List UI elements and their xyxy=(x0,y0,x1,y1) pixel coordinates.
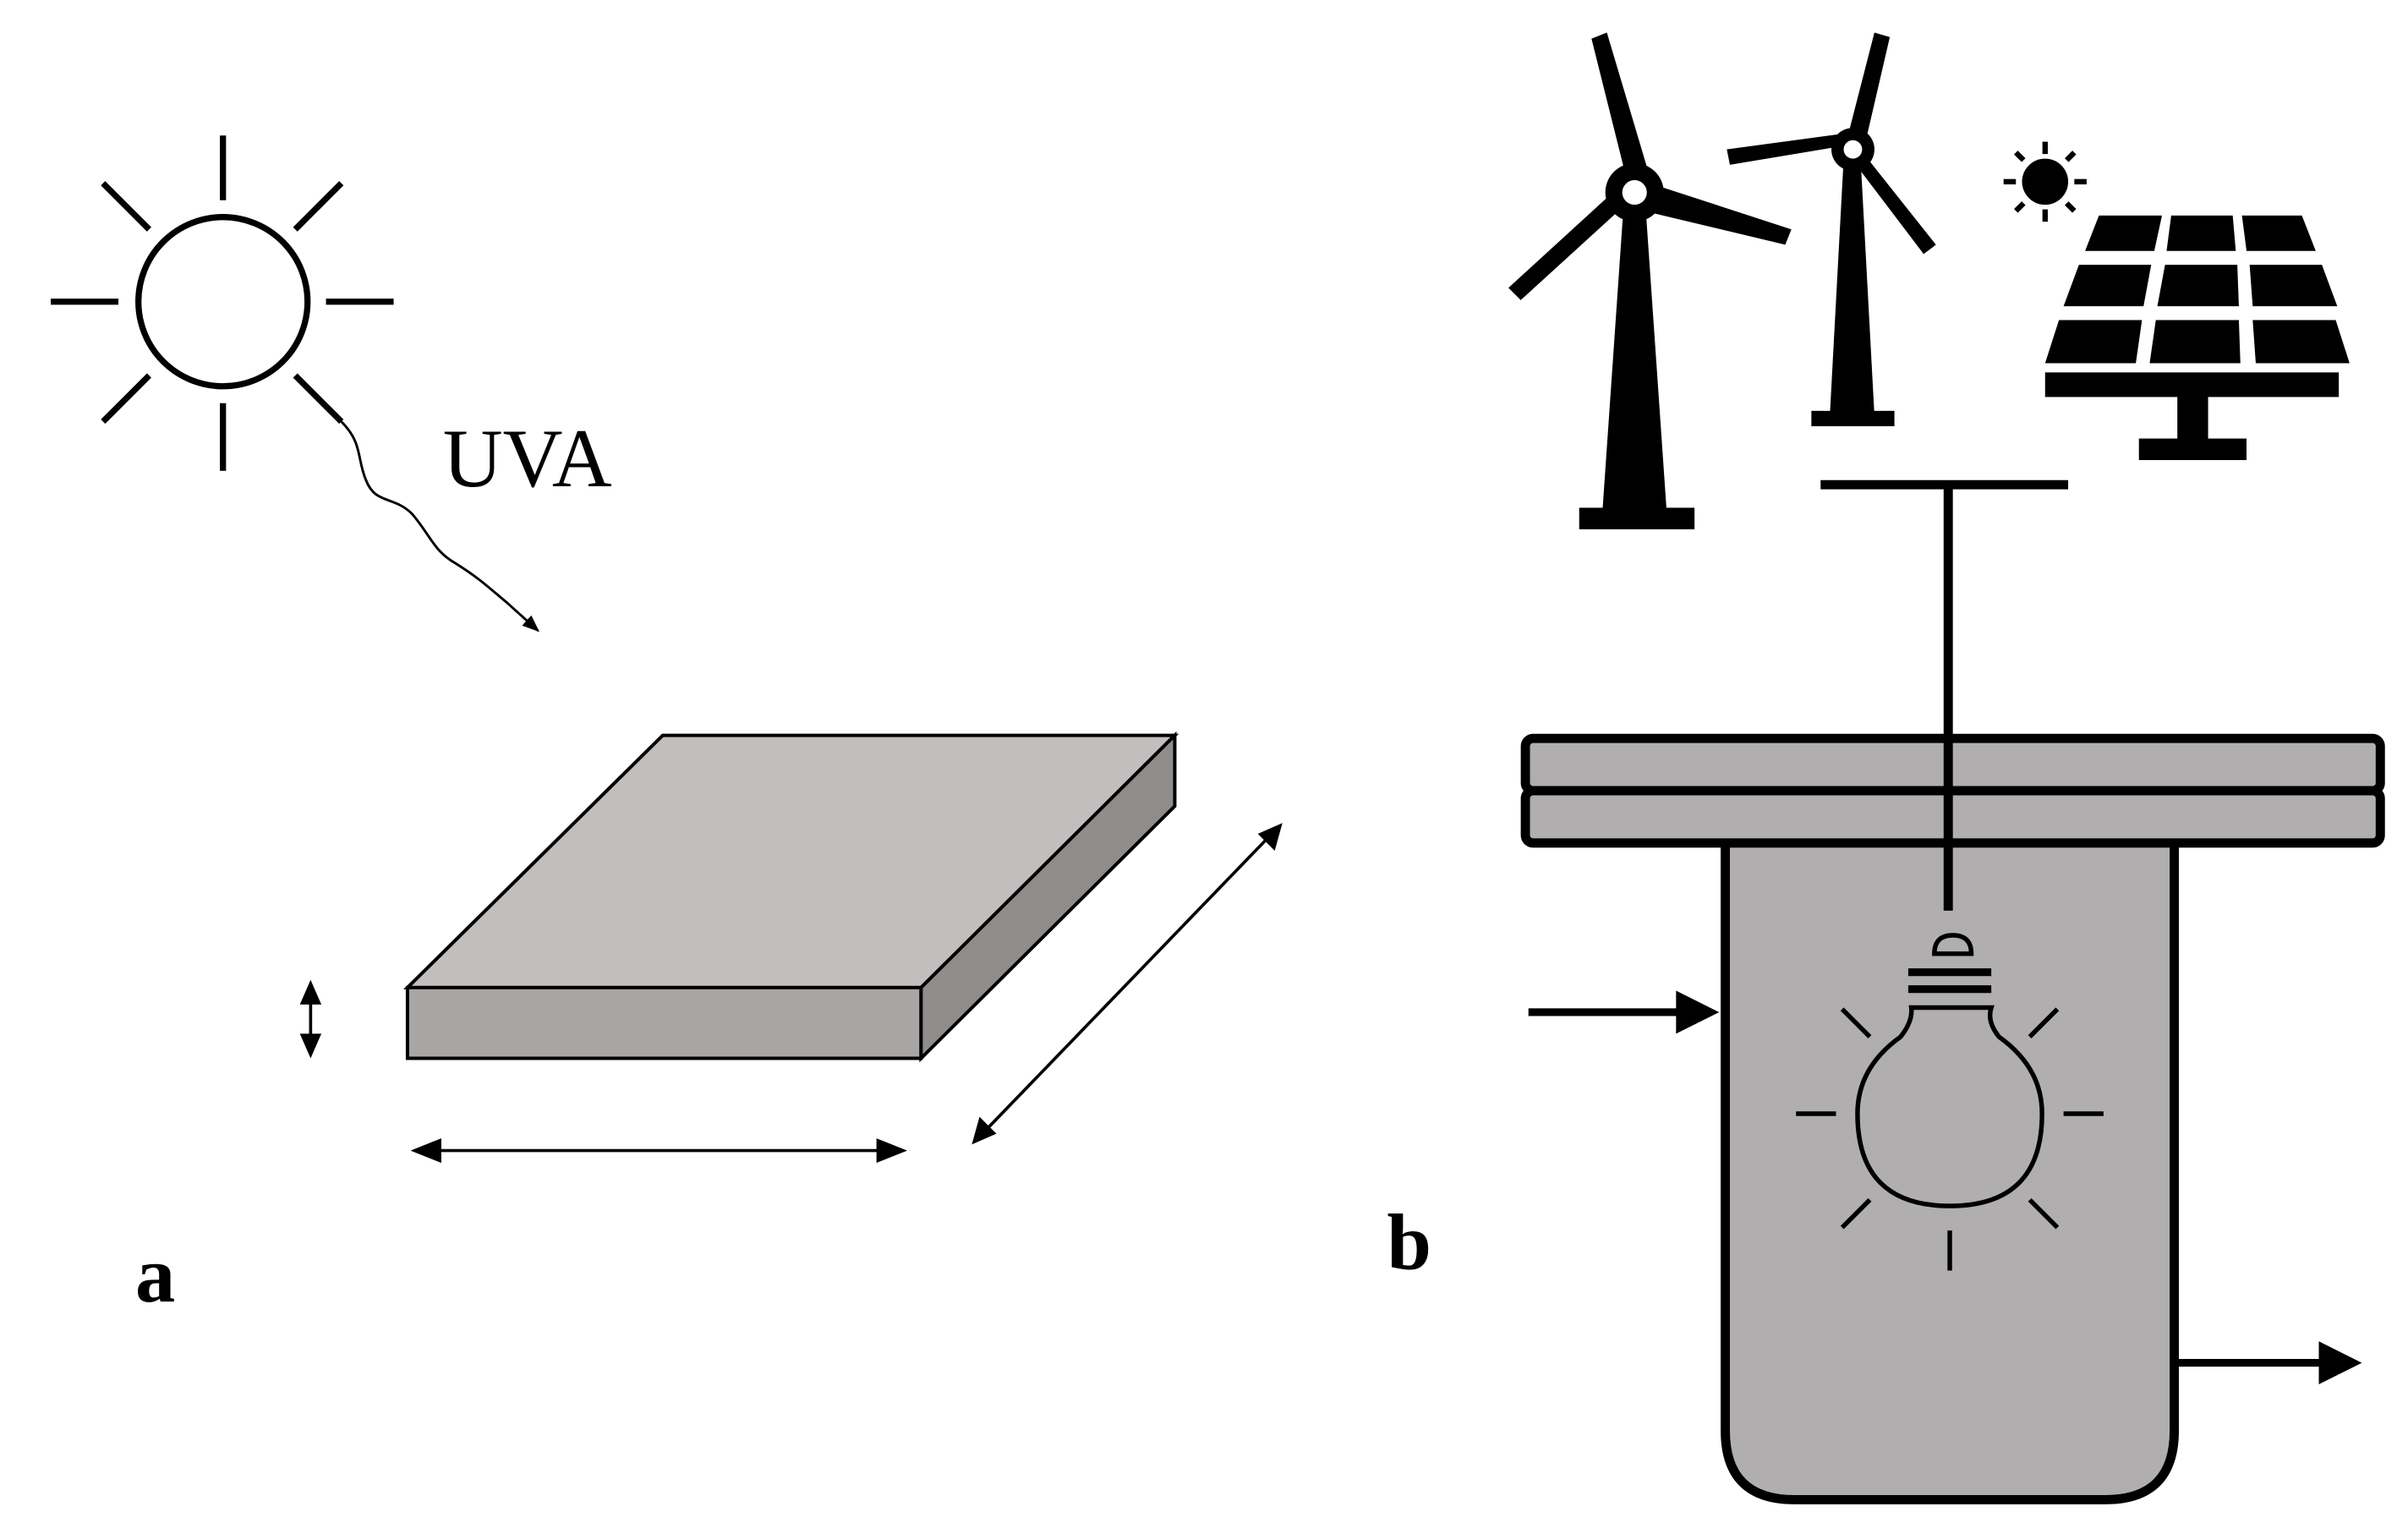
sun-icon xyxy=(51,135,394,471)
small-sun-icon xyxy=(2003,141,2087,222)
panel-b-label: b xyxy=(1387,1199,1431,1287)
dimension-arrows xyxy=(299,823,1283,1164)
reactor-vessel xyxy=(1520,733,2385,1504)
uva-label: UVA xyxy=(443,413,612,505)
panel-a-label: a xyxy=(135,1231,175,1319)
light-bulb-icon xyxy=(1796,933,2104,1271)
panel-b: b xyxy=(1387,32,2385,1504)
flow-arrows xyxy=(1528,990,2362,1385)
catalyst-slab xyxy=(403,731,1179,1063)
solar-panel-icon xyxy=(2044,215,2350,461)
slab-side-face xyxy=(919,731,1177,1063)
uva-ray-arrow xyxy=(340,420,540,633)
wind-turbine-small-icon xyxy=(1727,32,1936,427)
slab-front-face xyxy=(405,985,923,1060)
panel-a: UVA a xyxy=(51,135,1283,1319)
wind-turbine-icon xyxy=(1508,32,1792,529)
width-arrow xyxy=(977,828,1278,1140)
